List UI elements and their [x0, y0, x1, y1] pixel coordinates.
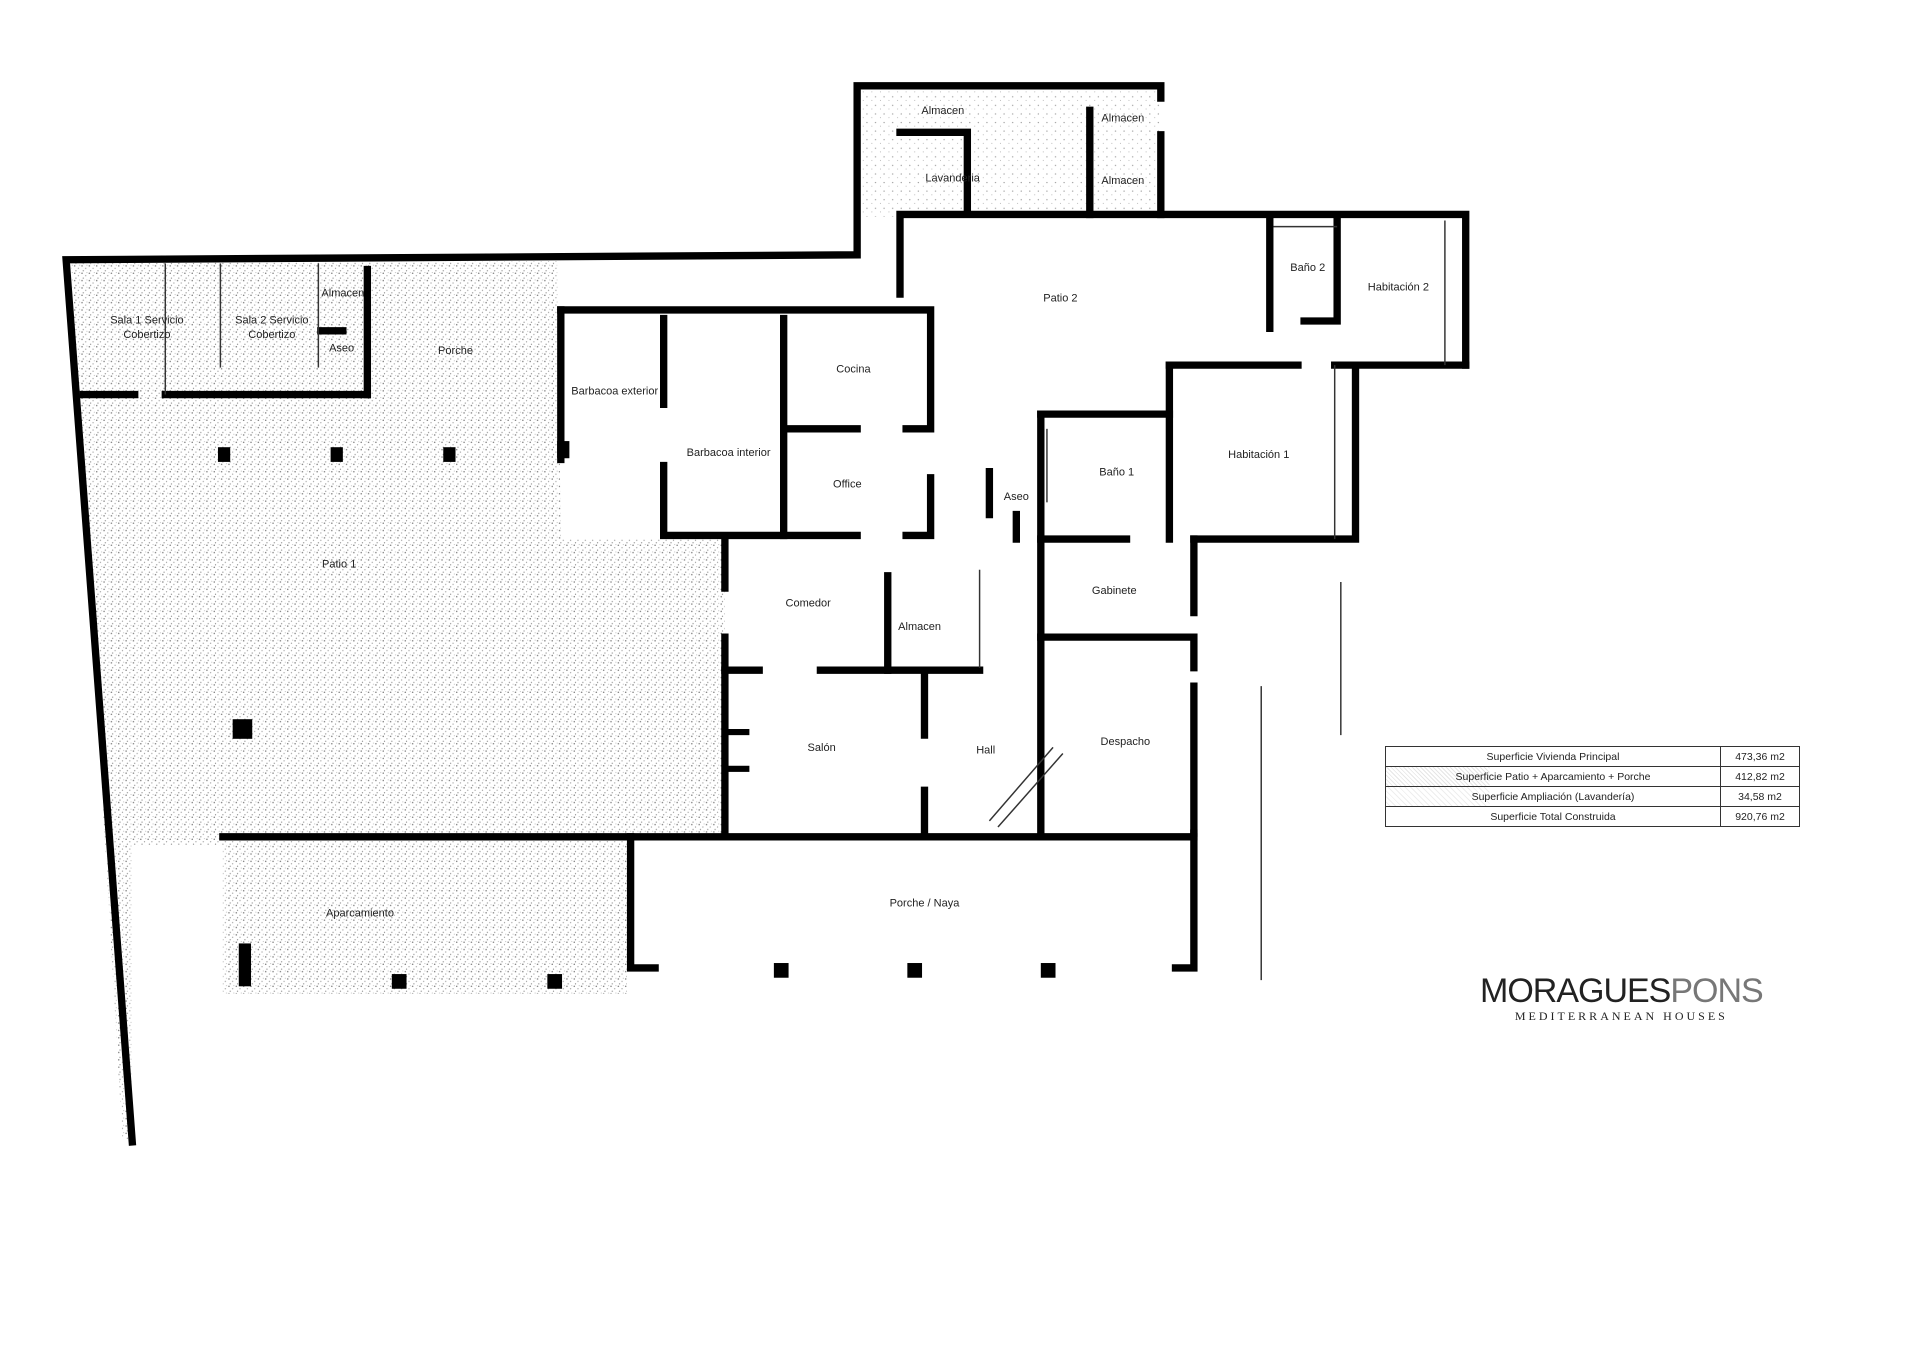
- room-labels: Almacen Almacen Almacen Lavanderia Patio…: [110, 105, 1429, 920]
- legend-value: 473,36 m2: [1720, 746, 1800, 767]
- room-almacen-right1: Almacen: [1101, 112, 1144, 124]
- legend-value: 412,82 m2: [1720, 766, 1800, 787]
- legend-label: Superficie Vivienda Principal: [1385, 746, 1721, 767]
- room-porche: Porche: [438, 345, 473, 357]
- legend-value: 34,58 m2: [1720, 786, 1800, 807]
- room-almacen-mid: Almacen: [898, 621, 941, 633]
- logo-brand-b: PONS: [1670, 972, 1763, 1010]
- room-almacen-top: Almacen: [921, 105, 964, 117]
- room-habitacion2: Habitación 2: [1368, 281, 1429, 293]
- room-cocina: Cocina: [836, 363, 871, 375]
- legend-row: Superficie Patio + Aparcamiento + Porche…: [1385, 766, 1800, 787]
- room-aseo-small: Aseo: [329, 343, 354, 355]
- room-porche-naya: Porche / Naya: [890, 898, 961, 910]
- room-habitacion1: Habitación 1: [1228, 449, 1289, 461]
- room-sala2-sub: Cobertizo: [248, 329, 295, 341]
- room-barbacoa-exterior: Barbacoa exterior: [571, 386, 658, 398]
- room-patio1: Patio 1: [322, 558, 356, 570]
- room-lavanderia: Lavanderia: [925, 172, 980, 184]
- room-hall: Hall: [976, 745, 995, 757]
- room-barbacoa-interior: Barbacoa interior: [687, 447, 771, 459]
- room-salon: Salón: [808, 742, 836, 754]
- room-aseo: Aseo: [1004, 491, 1029, 503]
- room-patio2: Patio 2: [1043, 292, 1077, 304]
- legend-value: 920,76 m2: [1720, 806, 1800, 827]
- room-sala2: Sala 2 Servicio: [235, 314, 308, 326]
- room-bano2: Baño 2: [1290, 262, 1325, 274]
- patio-areas: [71, 88, 1160, 1140]
- room-comedor: Comedor: [786, 597, 832, 609]
- room-office: Office: [833, 479, 862, 491]
- room-sala1: Sala 1 Servicio: [110, 314, 183, 326]
- room-almacen-small: Almacen: [321, 288, 364, 300]
- pillars: [217, 441, 1056, 989]
- walls: [62, 82, 1470, 1146]
- room-almacen-right2: Almacen: [1101, 175, 1144, 187]
- legend-row: Superficie Ampliación (Lavandería)34,58 …: [1385, 786, 1800, 807]
- logo-brand-a: MORAGUES: [1480, 972, 1671, 1010]
- legend-label: Superficie Patio + Aparcamiento + Porche: [1385, 766, 1721, 787]
- room-despacho: Despacho: [1101, 736, 1151, 748]
- room-gabinete: Gabinete: [1092, 585, 1137, 597]
- room-bano1: Baño 1: [1099, 466, 1134, 478]
- room-aparcamiento: Aparcamiento: [326, 907, 394, 919]
- logo-tagline: MEDITERRANEAN HOUSES: [1514, 1009, 1728, 1023]
- room-sala1-sub: Cobertizo: [123, 329, 170, 341]
- brand-logo: MORAGUESPONS MEDITERRANEAN HOUSES: [1480, 972, 1764, 1024]
- legend-label: Superficie Total Construida: [1385, 806, 1721, 827]
- legend-label: Superficie Ampliación (Lavandería): [1385, 786, 1721, 807]
